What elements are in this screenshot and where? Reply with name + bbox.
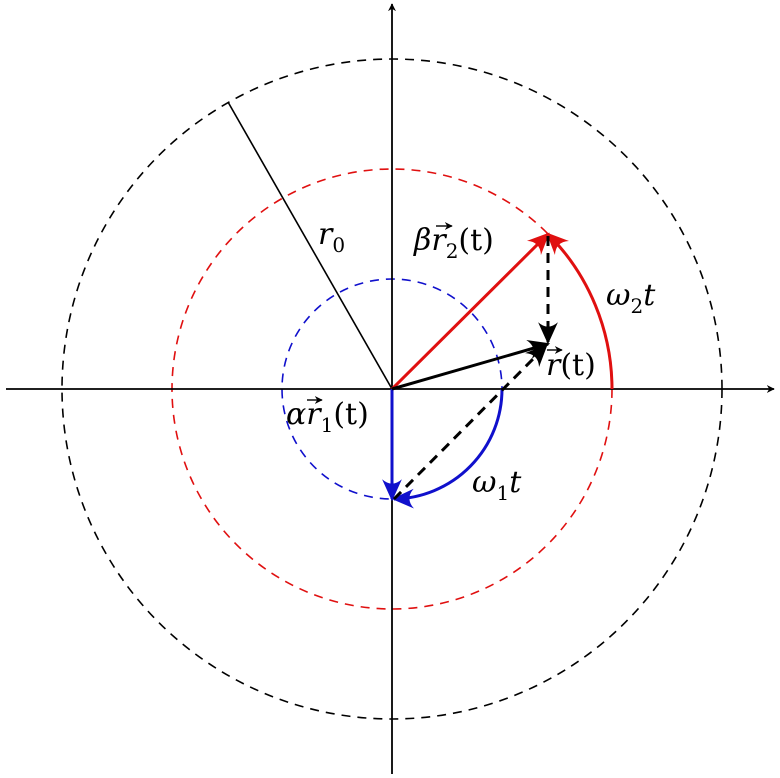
radius-r0-line (227, 101, 393, 390)
omega2-arc (546, 232, 614, 390)
label-beta-r2: βr2(t) (413, 223, 494, 263)
label-alpha-r1: αr1(t) (286, 397, 369, 437)
omega1-arc (391, 388, 504, 509)
label-r-vector: r(t) (546, 348, 596, 383)
label-omega2: ω2t (606, 278, 656, 318)
label-omega1: ω1t (472, 465, 522, 505)
beta-r2-vector (390, 232, 550, 391)
label-r0: r0 (318, 217, 345, 257)
r-vector (391, 339, 551, 391)
dashed-vector-diagonal (392, 344, 548, 501)
